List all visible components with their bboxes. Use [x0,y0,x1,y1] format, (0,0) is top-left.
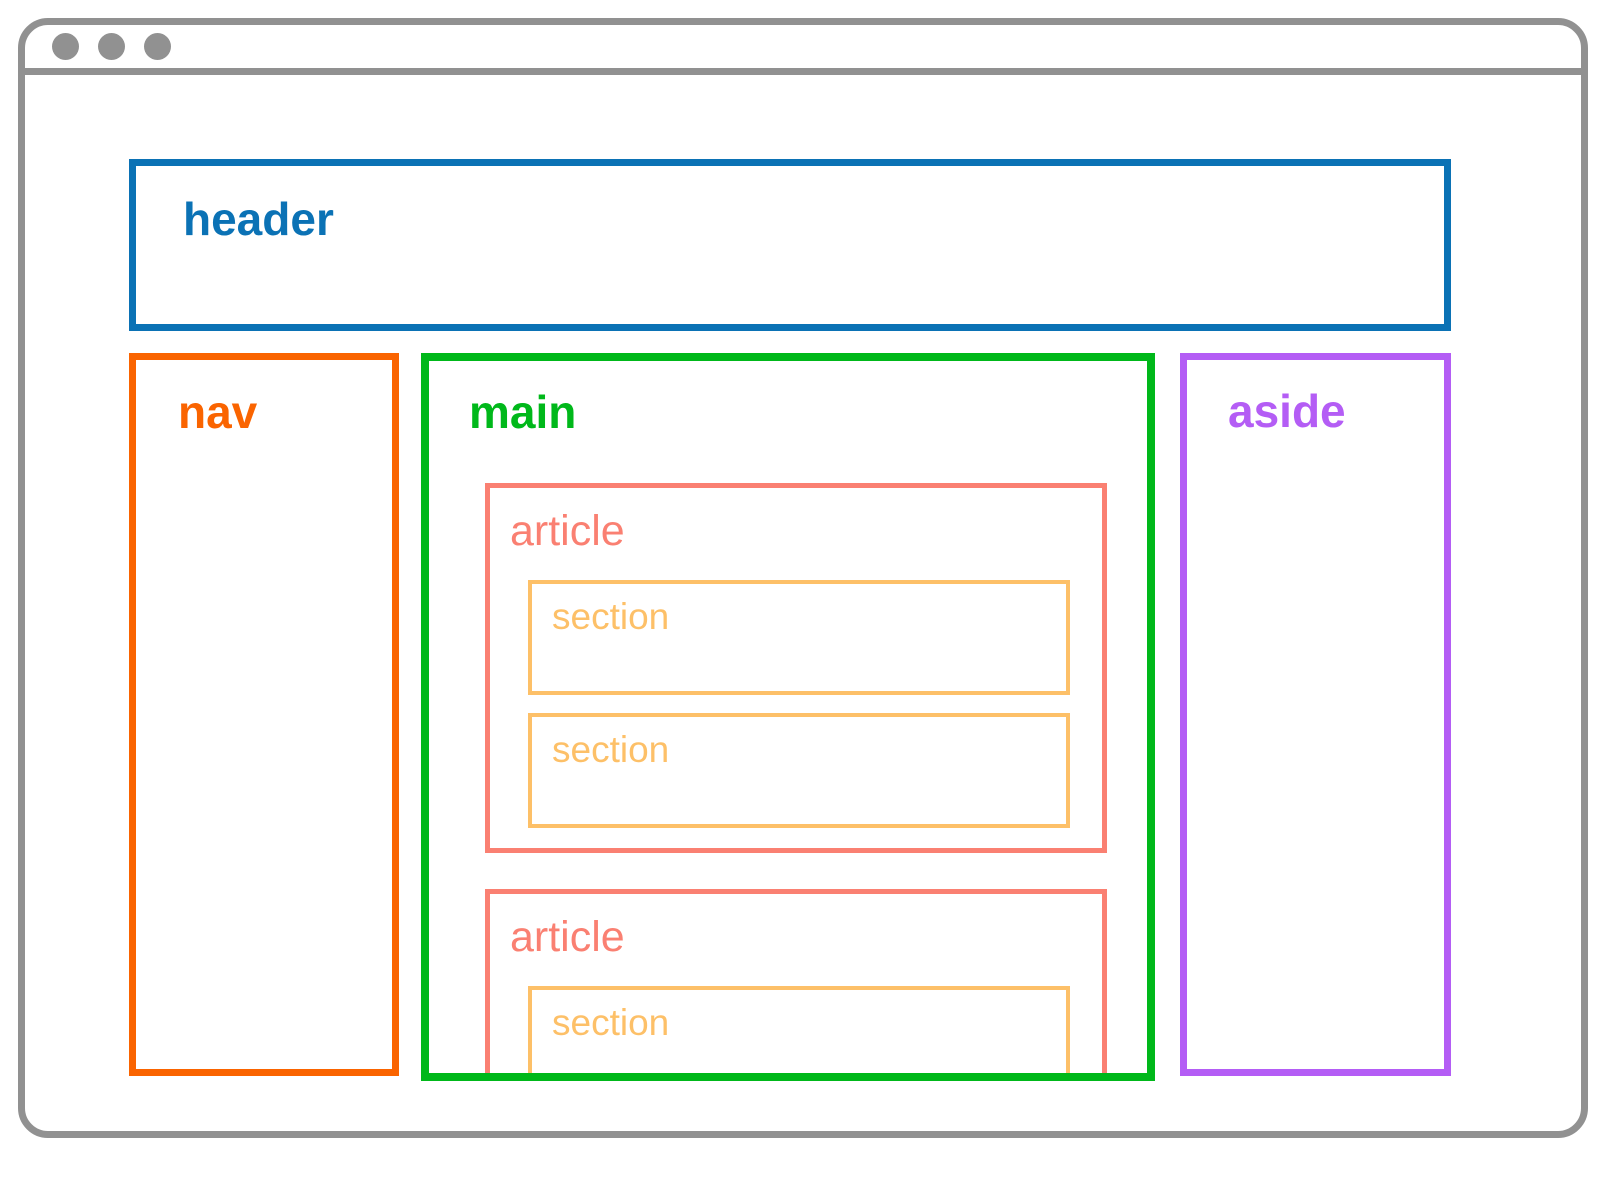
window-titlebar [25,25,1581,75]
section-label: section [552,596,670,637]
header-label: header [183,193,334,245]
article-label: article [510,507,625,555]
section-region: section [528,580,1070,695]
article-region: article section section [485,483,1107,853]
main-region: main article section section article sec… [421,353,1155,1081]
nav-region: nav [129,353,399,1076]
page-viewport: header nav main article section section … [25,82,1581,1131]
aside-label: aside [1228,385,1346,437]
browser-window: header nav main article section section … [18,18,1588,1138]
header-region: header [129,159,1451,331]
section-region: section [528,713,1070,828]
main-content-stack: article section section article section … [429,361,1147,1073]
minimize-dot-icon[interactable] [98,33,125,60]
close-dot-icon[interactable] [52,33,79,60]
article-label: article [510,913,625,961]
article-region: article section section [485,889,1107,1073]
section-region: section [528,986,1070,1073]
aside-region: aside [1180,353,1451,1076]
section-label: section [552,729,670,770]
main-label: main [469,386,577,438]
section-label: section [552,1002,670,1043]
maximize-dot-icon[interactable] [144,33,171,60]
nav-label: nav [178,386,258,438]
